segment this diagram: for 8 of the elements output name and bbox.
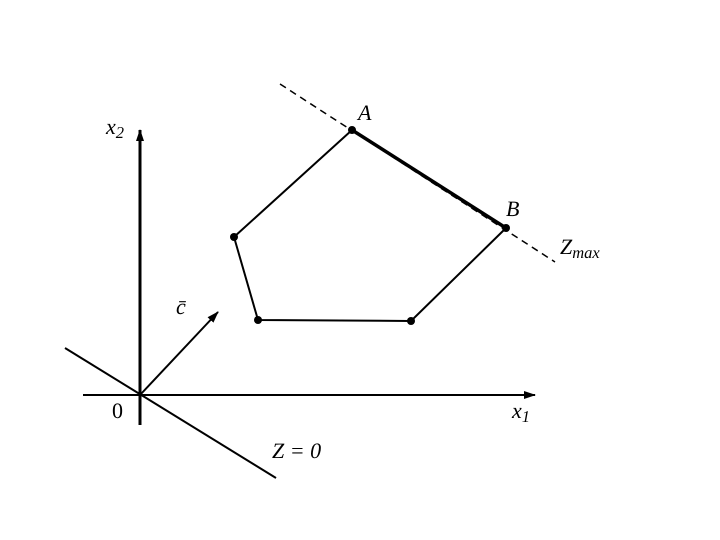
vertex-label: B [506,198,520,220]
origin-label: 0 [112,400,123,422]
vertex-label: A [358,102,372,124]
axis-label: x$_{2}$ [106,116,124,138]
line-label: Z$_{max}$ [560,236,600,258]
line-label: Z = 0 [272,440,322,462]
axis-label: x$_{1}$ [512,400,530,422]
vector-label: c̄ [176,296,186,318]
